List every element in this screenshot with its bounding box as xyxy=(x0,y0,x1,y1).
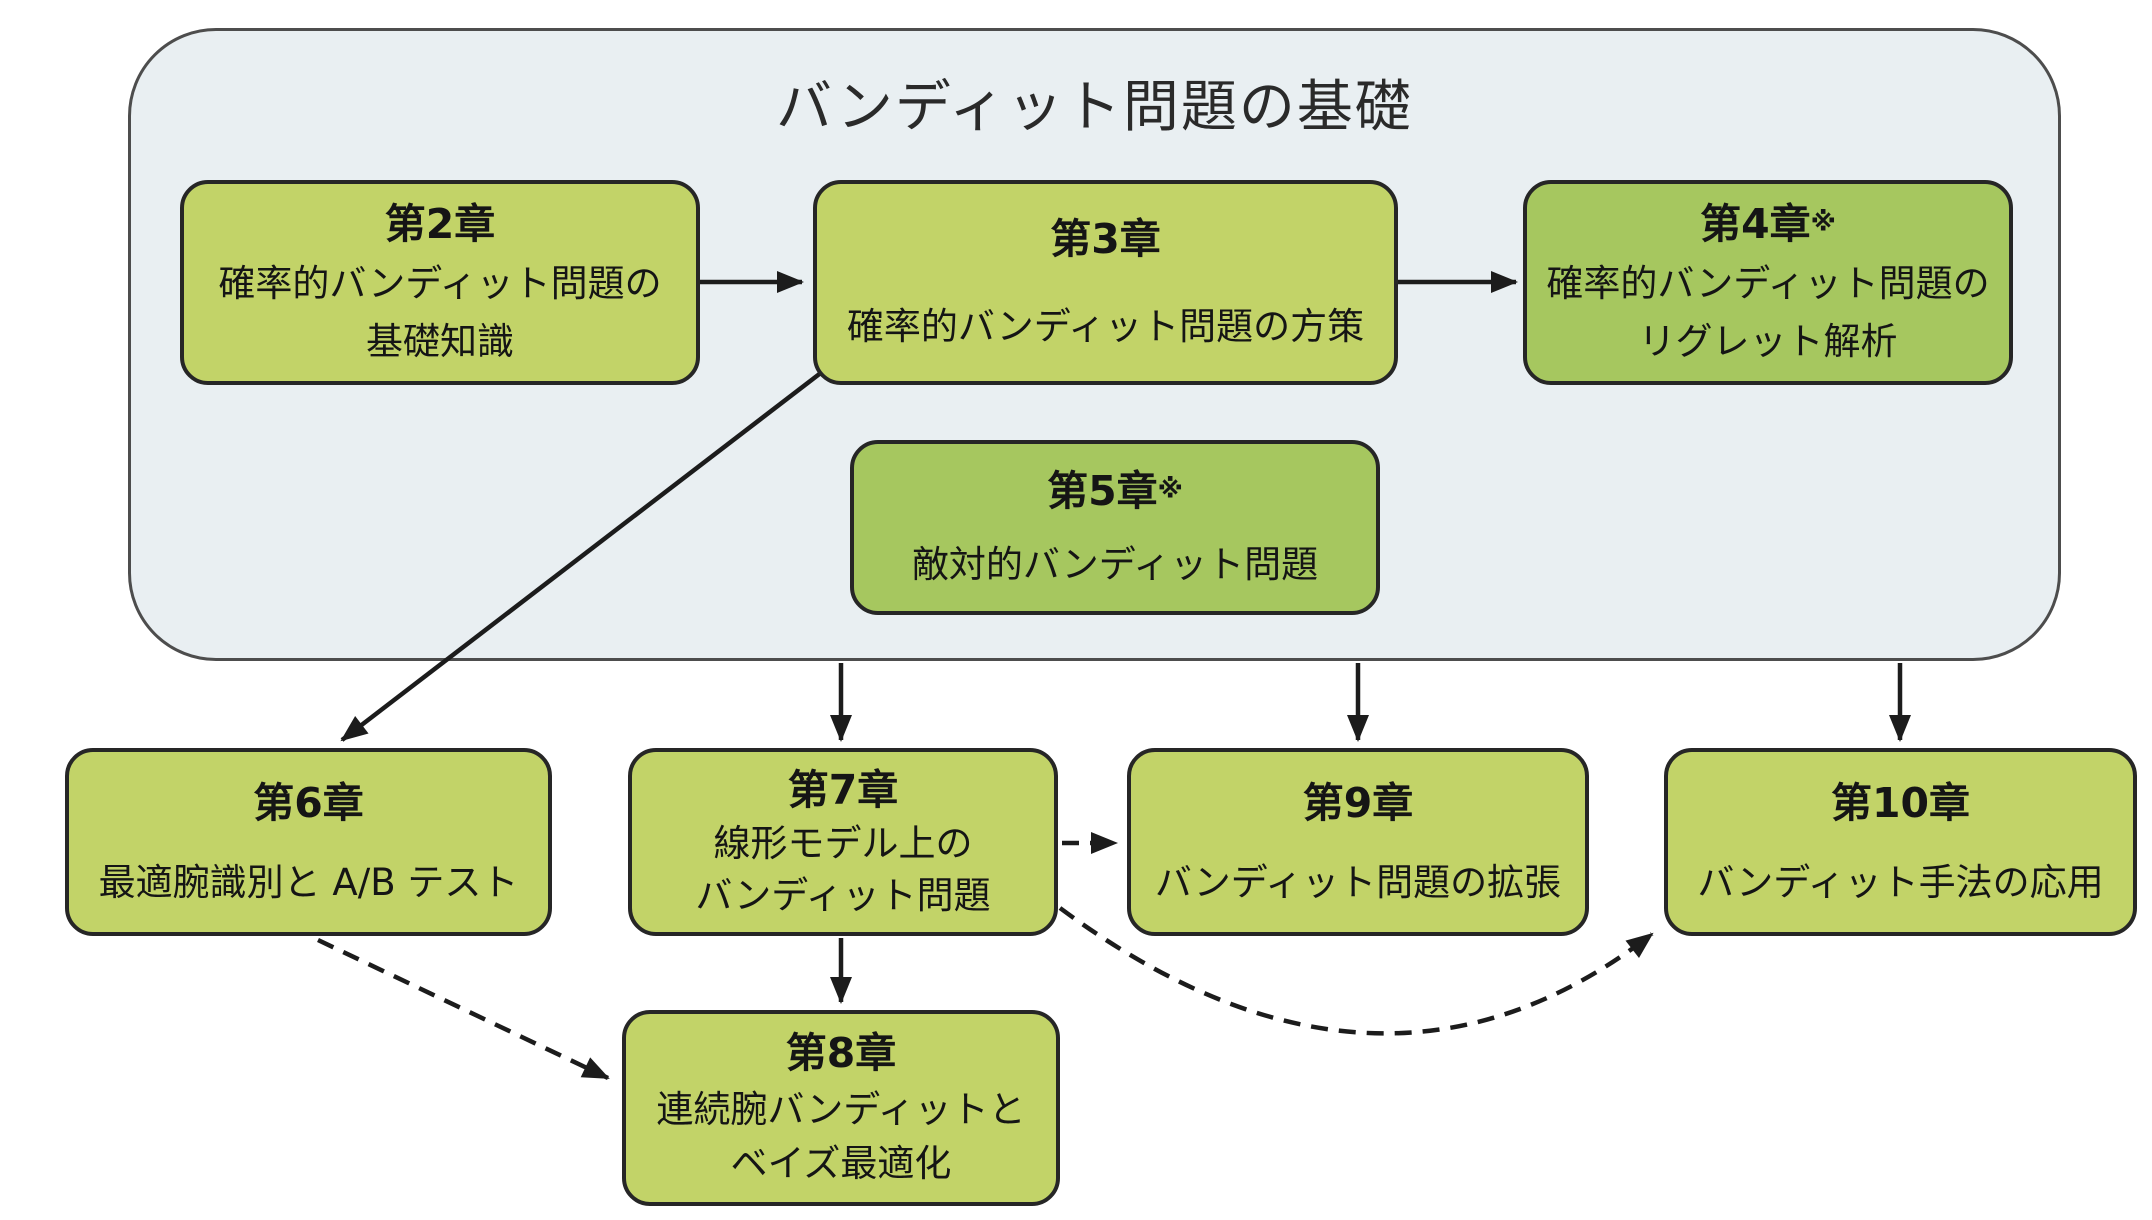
chapter-number: 第2章 xyxy=(384,200,496,249)
note-mark: ※ xyxy=(1157,474,1183,505)
chapter-box-ch5: 第5章※ 敵対的バンディット問題 xyxy=(850,440,1380,615)
basics-group-title: バンディット問題の基礎 xyxy=(776,75,1413,140)
chapter-number: 第4章※ xyxy=(1700,200,1836,249)
chapter-number: 第7章 xyxy=(787,765,899,814)
chapter-number: 第9章 xyxy=(1302,778,1414,827)
dashed-arrow-ch6-to-ch8 xyxy=(317,937,610,1081)
chapter-title-line: 基礎知識 xyxy=(366,319,514,363)
chapter-box-ch8: 第8章 連続腕バンディットと ベイズ最適化 xyxy=(622,1010,1060,1206)
chapter-box-ch3: 第3章 確率的バンディット問題の方策 xyxy=(813,180,1398,385)
chapter-title-line: 確率的バンディット問題の方策 xyxy=(846,305,1365,349)
note-mark: ※ xyxy=(1810,207,1836,238)
chapter-title-line: バンディット問題 xyxy=(695,873,991,917)
chapter-box-ch7: 第7章 線形モデル上の バンディット問題 xyxy=(628,748,1058,936)
chapter-title-line: リグレット解析 xyxy=(1638,319,1898,363)
chapter-number: 第5章※ xyxy=(1047,467,1183,516)
chapter-title-line: ベイズ最適化 xyxy=(730,1142,952,1186)
chapter-box-ch9: 第9章 バンディット問題の拡張 xyxy=(1127,748,1589,936)
chapter-box-ch2: 第2章 確率的バンディット問題の 基礎知識 xyxy=(180,180,700,385)
chapter-title-line: バンディット問題の拡張 xyxy=(1154,860,1562,904)
chapter-number: 第8章 xyxy=(785,1028,897,1077)
chapter-number: 第3章 xyxy=(1050,214,1161,263)
chapter-number: 第6章 xyxy=(253,778,364,827)
chapter-title-line: 最適腕識別と A/B テスト xyxy=(98,860,519,904)
chapter-title-line: 確率的バンディット問題の xyxy=(218,262,662,306)
chapter-title-line: バンディット手法の応用 xyxy=(1697,860,2104,904)
chapter-title-line: 敵対的バンディット問題 xyxy=(911,542,1319,586)
chapter-number: 第10章 xyxy=(1830,778,1971,827)
chapter-title-line: 確率的バンディット問題の xyxy=(1546,262,1990,306)
chapter-box-ch4: 第4章※ 確率的バンディット問題の リグレット解析 xyxy=(1523,180,2013,385)
chapter-title-line: 線形モデル上の xyxy=(713,821,973,865)
chapter-box-ch10: 第10章 バンディット手法の応用 xyxy=(1664,748,2137,936)
chapter-title-line: 連続腕バンディットと xyxy=(656,1087,1026,1131)
chapter-box-ch6: 第6章 最適腕識別と A/B テスト xyxy=(65,748,552,936)
